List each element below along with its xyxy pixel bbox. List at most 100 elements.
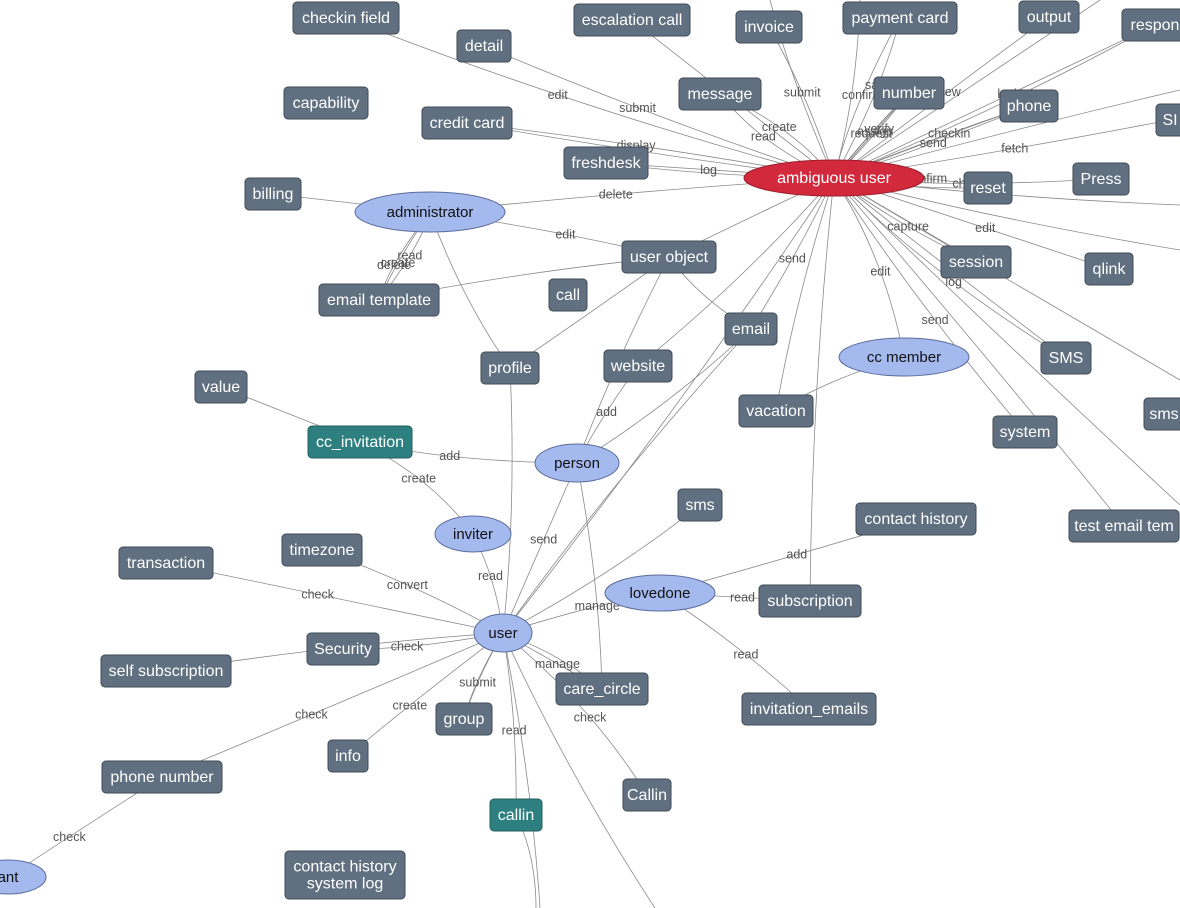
node-administrator[interactable]: administrator — [354, 191, 506, 233]
node-inviter[interactable]: inviter — [434, 515, 512, 553]
node-billing[interactable]: billing — [244, 177, 302, 211]
edge-line — [833, 24, 1156, 179]
node-person[interactable]: person — [534, 443, 620, 483]
node-shape — [622, 778, 672, 812]
node-cc-member[interactable]: cc member — [838, 337, 970, 377]
node-number[interactable]: number — [873, 76, 945, 110]
node-test-email[interactable]: test email tem — [1068, 509, 1180, 543]
node-shape — [534, 443, 620, 483]
node-user[interactable]: user — [473, 613, 533, 653]
node-detail[interactable]: detail — [456, 29, 512, 63]
node-label: Security — [314, 641, 372, 658]
edge-line — [576, 328, 752, 464]
edge-label: read — [730, 590, 755, 604]
node-shape — [327, 739, 369, 773]
node-shape — [473, 613, 533, 653]
node-label: callin — [498, 807, 534, 824]
edge-line — [833, 177, 1125, 527]
edge-line — [809, 177, 835, 602]
node-shape — [284, 850, 406, 900]
node-shape — [281, 533, 363, 567]
node-care-circle[interactable]: care_circle — [555, 672, 649, 706]
node-checkin-field[interactable]: checkin field — [292, 1, 400, 35]
node-ambiguous-user[interactable]: ambiguous user — [743, 159, 925, 197]
node-contact-history[interactable]: contact history — [855, 502, 977, 536]
node-label: cc member — [867, 349, 941, 366]
edge-label: check — [301, 588, 334, 602]
node-shape — [743, 159, 925, 197]
node-sl[interactable]: SI — [1155, 103, 1180, 137]
node-group[interactable]: group — [435, 702, 493, 736]
node-shape — [555, 672, 649, 706]
node-sms-right[interactable]: sms — [1143, 397, 1180, 431]
node-value[interactable]: value — [194, 370, 248, 404]
edge-line — [161, 632, 504, 778]
node-shape — [992, 415, 1058, 449]
node-reset[interactable]: reset — [963, 171, 1013, 205]
node-callin-upper[interactable]: Callin — [622, 778, 672, 812]
node-shape — [1084, 252, 1134, 286]
node-cc-invitation[interactable]: cc_invitation — [307, 425, 413, 459]
node-output[interactable]: output — [1018, 0, 1080, 34]
edge-line — [483, 45, 835, 179]
node-info[interactable]: info — [327, 739, 369, 773]
node-timezone[interactable]: timezone — [281, 533, 363, 567]
node-label: cc_invitation — [316, 434, 404, 451]
node-email-template[interactable]: email template — [318, 283, 440, 317]
node-qlink[interactable]: qlink — [1084, 252, 1134, 286]
node-system[interactable]: system — [992, 415, 1058, 449]
node-profile[interactable]: profile — [480, 351, 540, 385]
node-shape — [573, 3, 691, 37]
node-credit-card[interactable]: credit card — [421, 106, 513, 140]
node-vacation[interactable]: vacation — [738, 394, 814, 428]
node-invitation-emails[interactable]: invitation_emails — [741, 692, 877, 726]
node-label: phone number — [110, 769, 214, 786]
node-user-object[interactable]: user object — [621, 240, 717, 274]
edge-line — [833, 177, 1026, 433]
node-lovedone[interactable]: lovedone — [604, 574, 716, 612]
node-phone[interactable]: phone — [999, 89, 1059, 123]
node-payment-card[interactable]: payment card — [842, 1, 958, 35]
node-website[interactable]: website — [603, 349, 673, 383]
node-label: subscription — [767, 593, 852, 610]
node-shape — [0, 859, 47, 895]
edge-label: add — [596, 405, 617, 419]
edge-label: edit — [548, 88, 569, 102]
node-freshdesk[interactable]: freshdesk — [563, 146, 649, 180]
node-subscription[interactable]: subscription — [758, 584, 862, 618]
node-assistant[interactable]: ant — [0, 859, 47, 895]
node-label: email template — [327, 292, 431, 309]
node-label: output — [1027, 9, 1072, 26]
edge-label: capture — [887, 220, 929, 234]
node-shape — [758, 584, 862, 618]
edge-line — [637, 177, 835, 367]
edge-label: add — [786, 548, 807, 562]
node-label: ambiguous user — [777, 170, 892, 187]
node-shape — [1155, 103, 1180, 137]
node-sms-upper[interactable]: SMS — [1040, 341, 1092, 375]
node-callin-lower[interactable]: callin — [489, 798, 543, 832]
node-email[interactable]: email — [724, 312, 778, 346]
node-sms[interactable]: sms — [677, 488, 723, 522]
edge-label: manage — [575, 599, 620, 613]
node-press[interactable]: Press — [1072, 162, 1130, 196]
node-label: sms — [685, 497, 714, 514]
node-response[interactable]: respon — [1121, 8, 1180, 42]
edge-line — [502, 632, 517, 816]
node-shape — [1068, 509, 1180, 543]
node-session[interactable]: session — [940, 245, 1012, 279]
node-invoice[interactable]: invoice — [735, 10, 803, 44]
node-security[interactable]: Security — [306, 632, 380, 666]
edge-label: edit — [975, 221, 996, 235]
node-message[interactable]: message — [678, 77, 762, 111]
node-label: vacation — [746, 403, 806, 420]
node-escalation-call[interactable]: escalation call — [573, 3, 691, 37]
node-call[interactable]: call — [548, 278, 588, 312]
node-shape — [194, 370, 248, 404]
node-transaction[interactable]: transaction — [118, 546, 214, 580]
edge-label: send — [922, 313, 949, 327]
node-self-subscription[interactable]: self subscription — [100, 654, 232, 688]
node-capability[interactable]: capability — [283, 86, 369, 120]
node-phone-number[interactable]: phone number — [101, 760, 223, 794]
